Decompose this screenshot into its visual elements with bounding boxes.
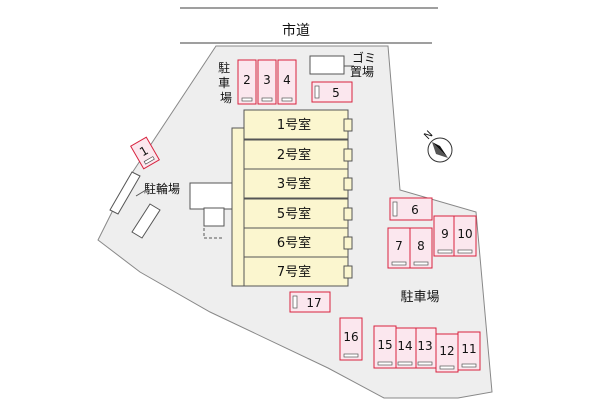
parking-space-label: 14	[397, 339, 412, 353]
parking-space-label: 15	[377, 338, 392, 352]
parking-space-label: 3	[263, 73, 271, 87]
parking-space-2: 2	[237, 59, 257, 105]
garbage-line1: ゴミ	[352, 50, 376, 65]
road-label: 市道	[282, 22, 310, 39]
bicycle-parking: 駐輪場	[109, 171, 180, 239]
room-1: 1号室	[243, 109, 353, 140]
room-6: 7号室	[243, 256, 353, 287]
parking-space-8: 8	[409, 227, 433, 269]
garbage-label: ゴミ 置場	[350, 50, 380, 79]
apartment-building: 1号室 2号室 3号室 5号室 6号室 7号室	[231, 109, 353, 287]
parking-space-label: 17	[306, 296, 321, 310]
parking-space-label: 7	[395, 239, 403, 253]
room-5: 6号室	[243, 227, 353, 258]
parking-space-label: 16	[343, 330, 358, 344]
building-walkway	[231, 127, 245, 287]
room-3: 3号室	[243, 168, 353, 199]
parking-space-9: 9	[433, 215, 457, 257]
parking-space-14: 14	[393, 327, 417, 369]
room-label: 6号室	[277, 235, 311, 251]
parking-space-label: 8	[417, 239, 425, 253]
room-label: 2号室	[277, 147, 311, 163]
parking-space-label: 12	[439, 344, 454, 358]
structure-a	[189, 182, 233, 210]
parking-space-1: 1	[130, 136, 160, 170]
structure-b	[203, 207, 225, 227]
room-label: 7号室	[277, 264, 311, 280]
parking-space-label: 4	[283, 73, 291, 87]
north-arrow-icon: N	[422, 129, 453, 163]
parking-space-17: 17	[289, 291, 331, 313]
garbage-line2: 置場	[350, 65, 374, 79]
parking-space-13: 13	[413, 327, 437, 369]
room-label: 3号室	[277, 176, 311, 192]
room-label: 5号室	[277, 206, 311, 222]
room-2: 2号室	[243, 139, 353, 170]
room-label: 1号室	[277, 117, 311, 133]
parking-space-11: 11	[457, 331, 481, 371]
parking-space-10: 10	[453, 215, 477, 257]
parking-space-7: 7	[387, 227, 411, 269]
parking-space-16: 16	[339, 317, 363, 361]
parking-space-label: 6	[411, 203, 419, 217]
parking-space-5: 5	[311, 81, 353, 103]
bicycle-label: 駐輪場	[144, 181, 180, 196]
structure-c-dashed	[203, 228, 222, 239]
parking-space-15: 15	[373, 325, 397, 369]
parking-space-3: 3	[257, 59, 277, 105]
parking-space-4: 4	[277, 59, 297, 105]
parking-space-12: 12	[435, 333, 459, 373]
parking-space-label: 11	[461, 342, 476, 356]
parking-north-label: 駐 車 場	[218, 60, 234, 105]
parking-space-6: 6	[389, 197, 433, 221]
room-4: 5号室	[243, 198, 353, 229]
bicycle-shed-2	[131, 203, 161, 239]
parking-east-label: 駐車場	[400, 290, 439, 305]
parking-space-label: 13	[417, 339, 432, 353]
parking-north-c2: 車	[218, 76, 230, 90]
parking-north-c1: 駐	[218, 60, 230, 75]
parking-space-label: 9	[441, 227, 449, 241]
parking-space-label: 2	[243, 73, 251, 87]
bicycle-leader	[135, 189, 147, 197]
parking-space-label: 5	[332, 86, 340, 100]
garbage-area	[309, 55, 345, 75]
parking-north-c3: 場	[220, 91, 232, 105]
bicycle-shed-1	[109, 171, 141, 215]
parking-space-label: 10	[457, 227, 472, 241]
